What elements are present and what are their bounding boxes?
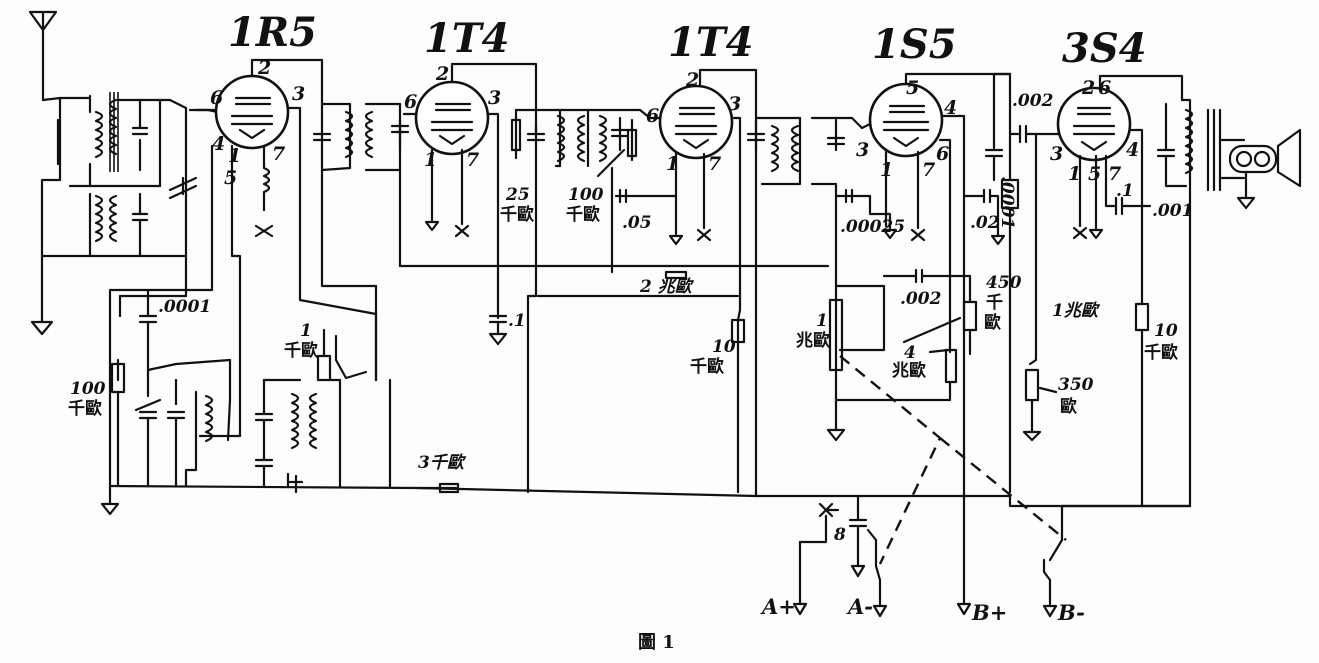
terminal-a-plus: A+ (760, 594, 796, 619)
capacitor-value: .00025 (840, 217, 905, 237)
figure-caption: 圖 1 (638, 632, 675, 653)
resistor-value: 1 (300, 321, 312, 341)
resistor-value: 450 (986, 273, 1022, 293)
pin-label: 6 (936, 143, 949, 165)
resistor-value: 1兆歐 (1052, 301, 1101, 321)
pin-label: 3 (1050, 143, 1063, 165)
pin-label: 3 (856, 139, 869, 161)
pin-label: 6 (210, 87, 223, 109)
volume-control-section (828, 188, 1006, 402)
capacitor-value: .02 (970, 213, 1000, 233)
tube-1s5 (860, 72, 1012, 598)
resistor-value: 25 (505, 185, 530, 205)
terminal-b-plus: B+ (971, 600, 1007, 625)
if-transformer-3 (746, 116, 898, 442)
pin-label: 4 (944, 97, 957, 119)
tube-3s4 (992, 72, 1222, 508)
resistor-unit: 千歐 (690, 356, 724, 377)
battery-terminals (792, 355, 1192, 618)
resistor-unit: 千 (986, 293, 1003, 313)
pin-label: 4 (1126, 139, 1139, 161)
pin-label: 7 (272, 143, 285, 165)
resistor-unit: 千歐 (1144, 342, 1178, 363)
tube-name-1t4-a: 1T4 (424, 15, 509, 62)
tube-name-1t4-b: 1T4 (668, 19, 753, 66)
capacitor-value: .002 (1012, 91, 1054, 111)
speaker-symbol (1220, 128, 1302, 210)
terminal-a-minus: A- (846, 594, 873, 619)
resistor-unit: 歐 (1060, 396, 1077, 417)
antenna-symbol (28, 10, 58, 102)
resistor-value: 10 (712, 337, 736, 357)
resistor-unit: 歐 (984, 312, 1001, 333)
resistor-unit: 兆歐 (796, 330, 830, 351)
pin-label: 1 (1068, 163, 1081, 185)
pin-label: 7 (708, 153, 721, 175)
resistor-value: 4 (904, 343, 916, 363)
oscillator-section (110, 248, 378, 494)
resistor-value: 350 (1058, 375, 1094, 395)
bus-wiring (100, 270, 1192, 516)
pin-label: 6 (404, 91, 417, 113)
pin-label: 2 (1081, 77, 1095, 99)
capacitor-value: .0001 (158, 297, 211, 317)
resistor-unit: 千歐 (284, 340, 318, 361)
capacitor-value: 8 (833, 525, 846, 545)
resistor-unit: 兆歐 (892, 360, 926, 381)
capacitor-value: .001 (1152, 201, 1193, 221)
pin-label: 5 (224, 167, 237, 189)
tube-name-1r5: 1R5 (228, 9, 317, 56)
resistor-unit: 千歐 (566, 204, 600, 225)
pin-label: 6 (646, 105, 659, 127)
pin-label: 7 (1108, 163, 1121, 185)
tube-1r5 (108, 58, 324, 498)
capacitor-value: .05 (622, 213, 652, 233)
pin-label: 7 (466, 149, 479, 171)
resistor-value: 10 (1154, 321, 1178, 341)
if-transformer-2 (510, 108, 678, 494)
resistor-unit: 千歐 (68, 398, 102, 419)
tube-1t4-a (402, 62, 538, 346)
pin-label: 2 (257, 57, 271, 79)
pin-label: 5 (1088, 163, 1101, 185)
pin-label: 1 (424, 149, 437, 171)
pin-label: 7 (922, 159, 935, 181)
resistor-value: 100 (70, 379, 106, 399)
tube-name-3s4: 3S4 (1062, 25, 1147, 72)
terminal-b-minus: B- (1057, 600, 1085, 625)
tube-name-1s5: 1S5 (872, 21, 957, 68)
pin-label: 3 (728, 93, 741, 115)
pin-label: 6 (1098, 77, 1111, 99)
resistor-value: 3千歐 (418, 453, 467, 473)
capacitor-value: .1 (508, 311, 526, 331)
pin-label: 1 (666, 153, 679, 175)
capacitor-value: .002 (900, 289, 942, 309)
pin-label: 1 (880, 159, 893, 181)
pin-label: 1 (228, 145, 241, 167)
pin-label: 2 (435, 63, 449, 85)
resistor-value: 100 (568, 185, 604, 205)
pin-label: 4 (212, 133, 225, 155)
pin-label: 5 (906, 77, 919, 99)
pin-label: 2 (685, 69, 699, 91)
capacitor-value: .0001 (997, 176, 1017, 229)
input-coil-section (30, 92, 220, 336)
tube-1t4-b (638, 68, 758, 498)
pin-label: 3 (488, 87, 501, 109)
resistor-value: 2 兆歐 (639, 277, 695, 297)
pin-label: 3 (292, 83, 305, 105)
capacitor-value: .1 (1116, 181, 1134, 201)
resistor-value: 1 (816, 311, 828, 331)
if-transformer-1 (312, 102, 830, 382)
resistor-unit: 千歐 (500, 204, 534, 225)
